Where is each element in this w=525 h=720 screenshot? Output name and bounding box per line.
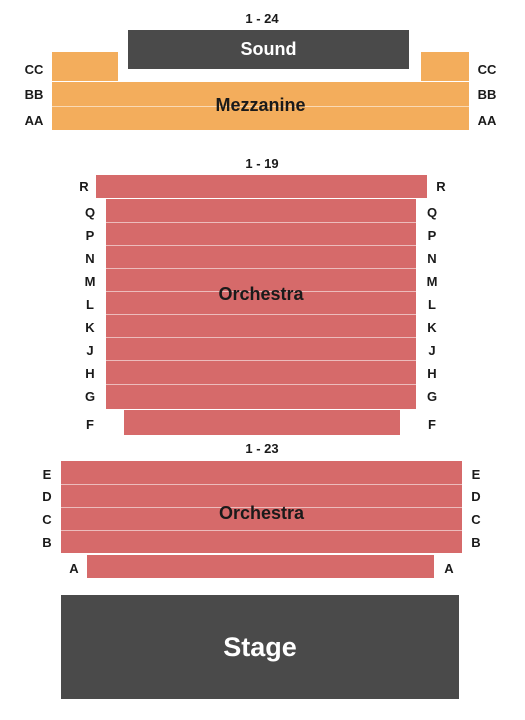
stage-label: Stage: [223, 631, 297, 662]
row-label-r-left: R: [79, 179, 89, 194]
row-label-a-left: A: [69, 561, 79, 576]
row-label-a-right: A: [444, 561, 454, 576]
orchestra-lower-label: Orchestra: [218, 503, 305, 523]
row-label-e-left: E: [42, 467, 52, 482]
row-label-j-right: J: [428, 343, 436, 358]
row-label-aa-left: AA: [24, 113, 44, 128]
row-label-h-right: H: [427, 366, 437, 381]
orchestra-upper-seat-range: 1 - 19: [245, 156, 279, 171]
row-label-p-right: P: [427, 228, 437, 243]
row-label-p-left: P: [85, 228, 95, 243]
row-label-h-left: H: [85, 366, 95, 381]
row-label-e-right: E: [471, 467, 481, 482]
row-label-cc-right: CC: [477, 62, 497, 77]
sound-booth: Sound: [128, 30, 409, 69]
row-label-aa-right: AA: [477, 113, 497, 128]
orchestra-row-a[interactable]: [87, 555, 434, 578]
row-label-l-right: L: [428, 297, 436, 312]
row-label-c-right: C: [471, 512, 481, 527]
stage: Stage: [61, 595, 459, 699]
row-label-k-right: K: [427, 320, 437, 335]
sound-label: Sound: [240, 39, 297, 59]
orchestra-row-f[interactable]: [124, 410, 400, 435]
mezzanine-row-cc-left[interactable]: [52, 52, 118, 81]
row-label-f-right: F: [428, 417, 436, 432]
row-label-n-right: N: [427, 251, 437, 266]
row-label-b-right: B: [471, 535, 481, 550]
row-label-bb-right: BB: [477, 87, 497, 102]
row-label-g-right: G: [426, 389, 438, 404]
row-label-g-left: G: [84, 389, 96, 404]
row-label-m-left: M: [84, 274, 96, 289]
row-label-n-left: N: [85, 251, 95, 266]
orchestra-upper-section[interactable]: [106, 199, 416, 409]
row-label-r-right: R: [436, 179, 446, 194]
row-label-j-left: J: [86, 343, 94, 358]
row-label-k-left: K: [85, 320, 95, 335]
row-label-m-right: M: [426, 274, 438, 289]
row-label-b-left: B: [42, 535, 52, 550]
row-label-f-left: F: [86, 417, 94, 432]
orchestra-lower-seat-range: 1 - 23: [245, 441, 279, 456]
orchestra-row-r[interactable]: [96, 175, 427, 198]
mezzanine-seat-range: 1 - 24: [245, 11, 279, 26]
row-label-bb-left: BB: [24, 87, 44, 102]
row-label-d-right: D: [471, 489, 481, 504]
mezzanine-row-cc-right[interactable]: [421, 52, 469, 81]
row-label-d-left: D: [42, 489, 52, 504]
orchestra-upper-label: Orchestra: [218, 284, 304, 304]
row-label-q-right: Q: [426, 205, 438, 220]
row-label-c-left: C: [42, 512, 52, 527]
row-label-cc-left: CC: [24, 62, 44, 77]
mezzanine-label: Mezzanine: [215, 95, 306, 115]
row-label-l-left: L: [86, 297, 94, 312]
row-label-q-left: Q: [84, 205, 96, 220]
